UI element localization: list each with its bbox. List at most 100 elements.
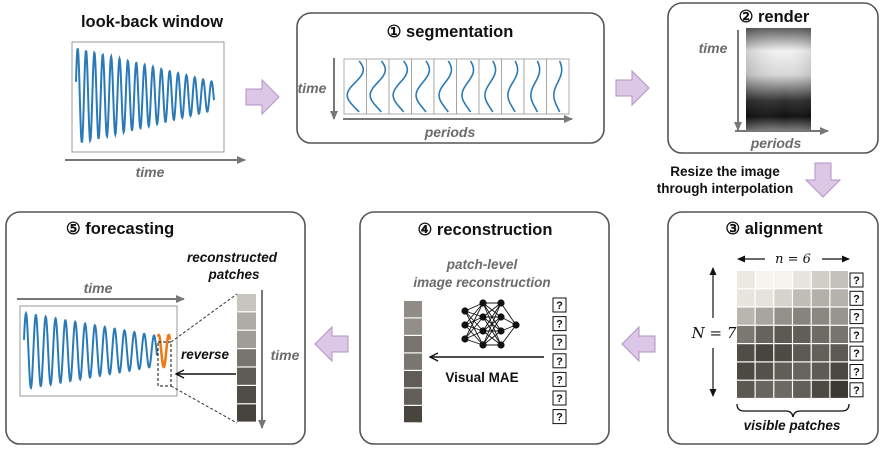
nn-node — [479, 299, 487, 307]
nn-node — [497, 313, 505, 321]
patch — [774, 289, 792, 307]
patch — [830, 325, 848, 343]
patch — [737, 325, 755, 343]
alignment-N-label: N = 7 — [691, 324, 737, 342]
patch — [830, 362, 848, 380]
resize-note-line-1: Resize the image — [670, 164, 780, 179]
reconstructed-patch — [237, 367, 256, 385]
lookback-signal-line — [75, 48, 215, 144]
unknown-patch-mark: ? — [853, 367, 860, 379]
patch — [755, 362, 774, 380]
unknown-patch-mark: ? — [556, 319, 563, 331]
nn-node — [479, 313, 487, 321]
segment-cell — [501, 58, 525, 115]
unknown-patch — [552, 316, 567, 332]
unknown-patch-mark: ? — [556, 337, 563, 349]
segment-wave — [415, 60, 431, 113]
patch — [774, 362, 792, 380]
segmentation-title: ① segmentation — [387, 23, 514, 41]
alignment-visible-label: visible patches — [744, 418, 841, 433]
patch — [755, 325, 774, 343]
forecast-highlight-box — [157, 341, 172, 387]
nn-node — [512, 321, 520, 329]
patch — [811, 380, 830, 398]
reverse-label: reverse — [181, 347, 230, 362]
nn-node — [461, 321, 469, 329]
patch — [737, 307, 755, 325]
segment-wave — [346, 60, 365, 113]
patch — [793, 307, 811, 325]
zoom-line-top — [170, 293, 238, 343]
reconstruction-unknown-column: ??????? — [552, 297, 567, 425]
forecast-segment-line — [156, 333, 172, 369]
alignment-patch-grid — [737, 271, 848, 398]
segment-cell — [411, 58, 435, 115]
render-periods-label: periods — [750, 135, 802, 151]
nn-node — [479, 327, 487, 335]
patch — [755, 271, 774, 289]
render-time-label: time — [699, 40, 728, 56]
patch — [793, 325, 811, 343]
patch — [793, 271, 811, 289]
forecasting-time-label: time — [84, 280, 113, 296]
reconstruction-subtitle-line-2: image reconstruction — [413, 275, 550, 290]
unknown-patch-mark: ? — [556, 374, 563, 386]
nn-edge — [482, 330, 502, 346]
forecasting-title: ⑤ forecasting — [66, 220, 174, 238]
segment-wave — [507, 60, 519, 113]
patch — [830, 344, 848, 362]
zoom-line-bottom — [170, 385, 238, 424]
patch — [830, 307, 848, 325]
reconstructed-patch — [237, 404, 256, 422]
segmentation-periods-label: periods — [424, 124, 476, 140]
unknown-patch — [552, 353, 567, 369]
patch — [737, 344, 755, 362]
unknown-patch — [849, 272, 864, 288]
unknown-patch — [552, 371, 567, 387]
unknown-patch-mark: ? — [556, 300, 563, 312]
resize-note-line-2: through interpolation — [657, 181, 793, 196]
flow-arrow-5 — [314, 325, 349, 363]
flow-arrow-1 — [245, 78, 280, 116]
nn-edge — [482, 316, 502, 346]
render-image-shading — [746, 28, 811, 132]
unknown-patch-mark: ? — [853, 330, 860, 342]
reconstructed-patch — [237, 349, 256, 367]
alignment-panel: ③ alignment n = 6 N = 7 ??????? visible … — [667, 211, 879, 445]
segment-wave — [552, 60, 563, 113]
nn-edge — [482, 302, 502, 346]
unknown-patch — [849, 364, 864, 379]
segment-cell — [456, 58, 480, 115]
nn-node — [479, 341, 487, 349]
reconstructed-patch — [237, 312, 256, 330]
segment-cell — [433, 58, 457, 115]
patch — [774, 271, 792, 289]
reconstructed-patch — [237, 386, 256, 404]
forecasting-patch-column — [237, 294, 256, 422]
patch — [830, 289, 848, 307]
segment-cell — [523, 58, 547, 115]
patch — [830, 380, 848, 398]
render-panel: ② render time periods — [667, 2, 879, 154]
patch — [737, 289, 755, 307]
patch — [811, 271, 830, 289]
patch — [755, 344, 774, 362]
unknown-patch — [849, 290, 864, 306]
patch — [737, 271, 755, 289]
recon-patch — [404, 371, 422, 388]
patch — [755, 289, 774, 307]
patch — [811, 325, 830, 343]
unknown-patch-mark: ? — [853, 385, 860, 397]
alignment-unknown-column: ??????? — [849, 272, 864, 398]
alignment-visible-brace — [736, 403, 850, 418]
nn-node — [497, 341, 505, 349]
neural-network-icon — [461, 299, 520, 349]
patch — [737, 380, 755, 398]
segment-cell — [478, 58, 502, 115]
flow-arrow-4 — [621, 325, 656, 363]
nn-edge — [464, 302, 484, 340]
unknown-patch — [849, 345, 864, 361]
nn-node — [461, 335, 469, 343]
flow-arrow-3 — [804, 162, 842, 198]
